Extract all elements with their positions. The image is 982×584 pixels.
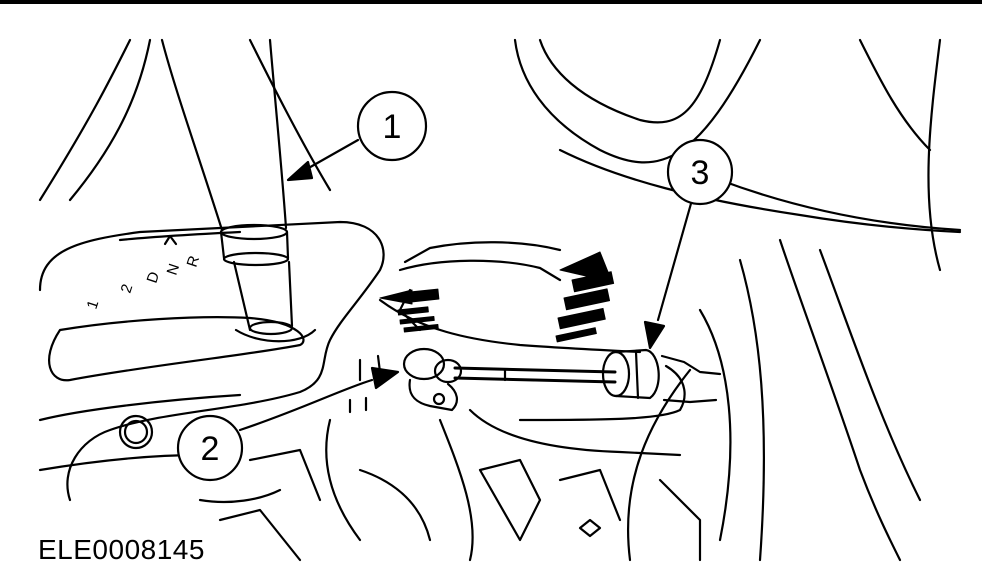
arrow-to-cable-end-head	[370, 366, 400, 390]
console-plate	[38, 220, 385, 502]
arrow-to-lever-head	[286, 160, 314, 182]
pointer-arrows	[238, 138, 694, 432]
gate-marking-r: R	[184, 254, 204, 270]
cable-lift-arrow	[555, 251, 615, 343]
callout-3: 3	[666, 138, 734, 206]
arrow-to-cable-end	[238, 378, 374, 432]
callout-1: 1	[356, 90, 428, 162]
gate-marking-1: 1	[84, 298, 103, 311]
callout-1-number: 1	[383, 108, 402, 146]
gate-marking-n: N	[164, 262, 184, 278]
gear-selector-lever	[160, 38, 317, 343]
callout-2-number: 2	[201, 430, 220, 468]
selector-cable-assembly	[198, 241, 722, 562]
release-motion-arrow	[379, 288, 440, 333]
arrow-to-bracket	[656, 198, 694, 322]
figure-id-label: ELE0008145	[38, 534, 205, 565]
top-border-rule	[0, 0, 982, 4]
callout-2: 2	[176, 414, 244, 482]
arrow-to-bracket-head	[643, 320, 666, 350]
gate-markings: R N D 2 1	[84, 254, 204, 312]
gate-marking-d: D	[144, 270, 164, 286]
callout-3-number: 3	[691, 154, 710, 192]
interior-contours	[38, 38, 962, 562]
gate-marking-2: 2	[118, 282, 137, 295]
